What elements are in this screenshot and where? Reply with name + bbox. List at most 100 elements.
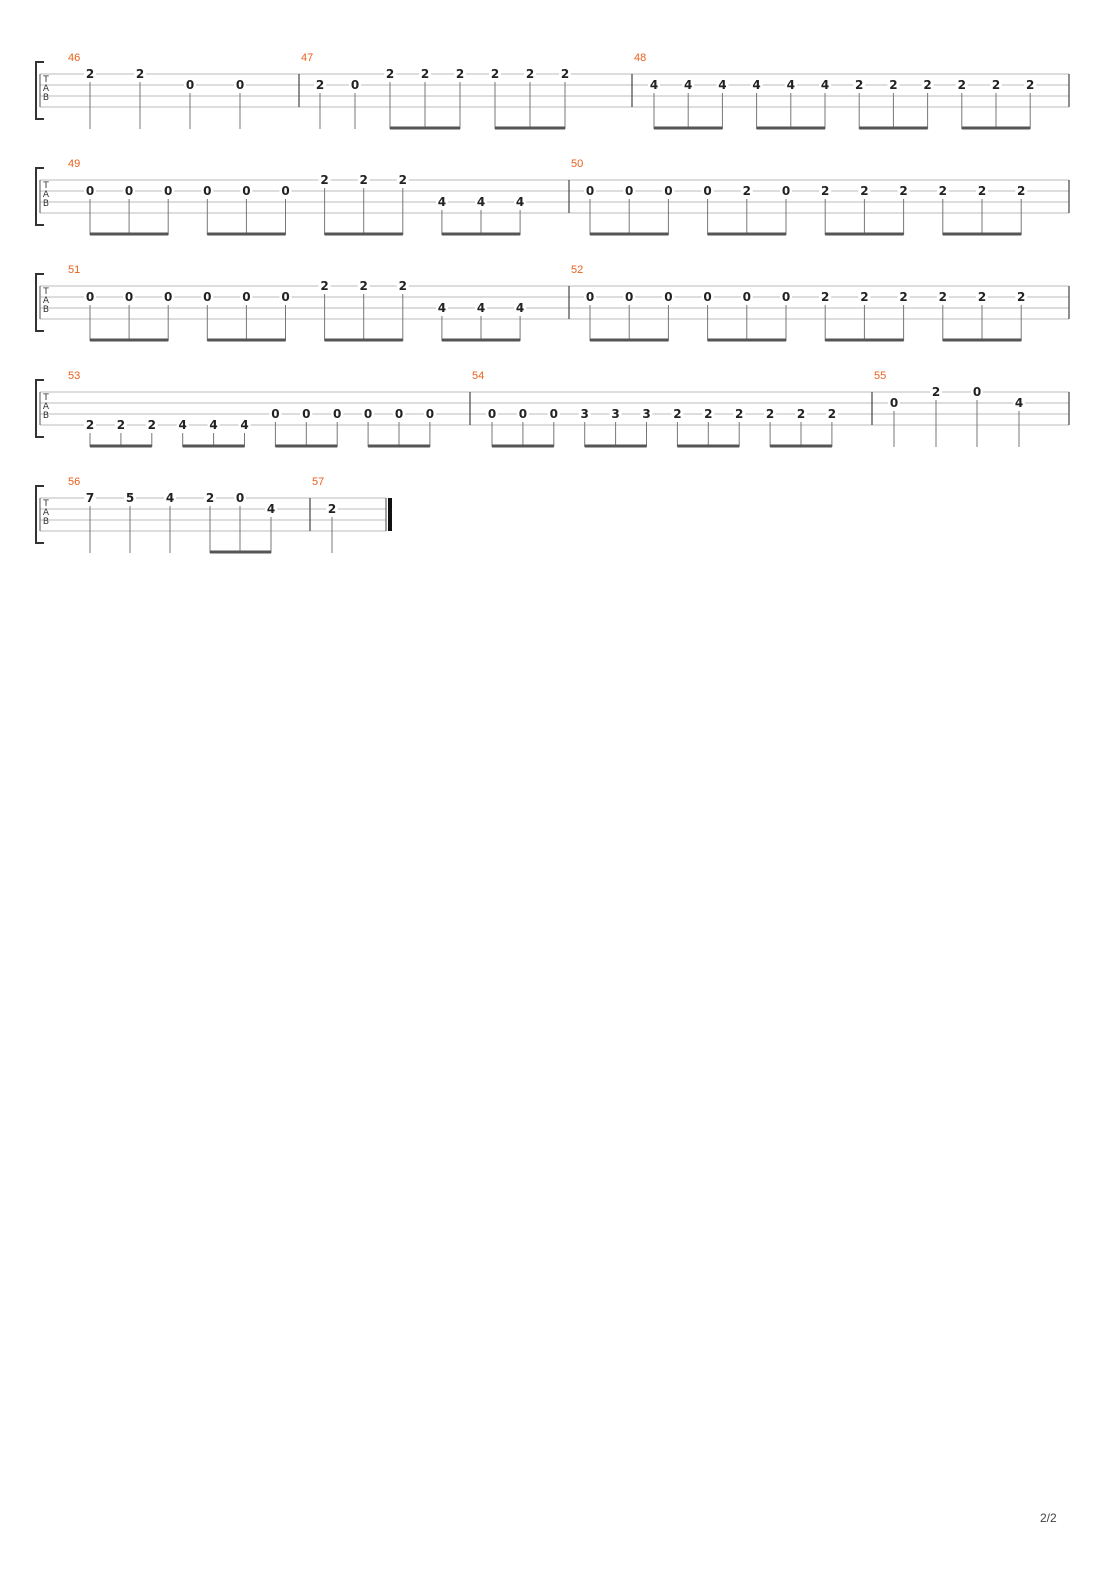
- note-mask: [671, 407, 684, 420]
- note-mask: [825, 407, 838, 420]
- fret-number: 2: [561, 67, 569, 81]
- fret-number: 2: [1017, 290, 1025, 304]
- note-mask: [419, 67, 431, 80]
- fret-number: 0: [351, 78, 359, 92]
- tab-clef-letter: A: [43, 296, 50, 306]
- fret-number: 4: [179, 418, 187, 432]
- fret-number: 2: [360, 173, 368, 187]
- fret-number: 2: [526, 67, 534, 81]
- note-mask: [819, 290, 832, 303]
- note-mask: [1024, 78, 1037, 91]
- note-mask: [516, 407, 529, 420]
- fret-number: 2: [860, 290, 868, 304]
- fret-number: 2: [316, 78, 324, 92]
- bar-number: 49: [68, 158, 80, 170]
- tab-clef-letter: T: [42, 393, 49, 403]
- note-mask: [486, 407, 498, 420]
- note-mask: [858, 184, 871, 197]
- note-mask: [514, 195, 527, 208]
- fret-number: 0: [281, 290, 289, 304]
- fret-number: 2: [821, 184, 829, 198]
- note-mask: [349, 78, 361, 91]
- note-mask: [648, 78, 660, 91]
- fret-number: 2: [421, 67, 429, 81]
- fret-number: 0: [703, 290, 711, 304]
- fret-number: 2: [136, 67, 144, 81]
- note-mask: [454, 67, 466, 80]
- fret-number: 4: [477, 195, 485, 209]
- note-mask: [701, 290, 714, 303]
- note-mask: [475, 301, 487, 314]
- fret-number: 2: [399, 279, 407, 293]
- fret-number: 2: [899, 184, 907, 198]
- fret-number: 2: [821, 290, 829, 304]
- note-mask: [897, 184, 910, 197]
- fret-number: 4: [516, 195, 524, 209]
- note-mask: [114, 418, 127, 431]
- fret-number: 0: [664, 290, 672, 304]
- note-mask: [204, 491, 216, 504]
- tab-clef-letter: A: [43, 84, 50, 94]
- fret-number: 2: [206, 491, 214, 505]
- note-mask: [662, 184, 675, 197]
- fret-number: 2: [735, 407, 743, 421]
- fret-number: 2: [889, 78, 897, 92]
- note-mask: [662, 290, 675, 303]
- fret-number: 0: [164, 184, 172, 198]
- fret-number: 4: [516, 301, 524, 315]
- note-mask: [162, 290, 175, 303]
- note-mask: [819, 184, 832, 197]
- fret-number: 2: [399, 173, 407, 187]
- note-mask: [780, 184, 792, 197]
- bar-number: 46: [68, 52, 80, 64]
- bar-number: 53: [68, 370, 80, 382]
- fret-number: 2: [923, 78, 931, 92]
- note-mask: [314, 78, 326, 91]
- fret-number: 2: [320, 279, 328, 293]
- system-bracket: [35, 273, 44, 332]
- fret-number: 2: [1026, 78, 1034, 92]
- note-mask: [134, 67, 146, 80]
- bar-number: 51: [68, 264, 80, 276]
- fret-number: 4: [650, 78, 658, 92]
- fret-number: 0: [302, 407, 310, 421]
- bar-number: 54: [472, 370, 484, 382]
- fret-number: 4: [240, 418, 248, 432]
- tab-clef-letter: B: [43, 305, 49, 315]
- fret-number: 4: [821, 78, 829, 92]
- note-mask: [84, 67, 96, 80]
- note-mask: [609, 407, 622, 420]
- note-mask: [976, 184, 988, 197]
- note-mask: [514, 301, 527, 314]
- fret-number: 0: [973, 385, 981, 399]
- note-mask: [897, 290, 910, 303]
- fret-number: 2: [978, 290, 986, 304]
- note-mask: [357, 279, 370, 292]
- fret-number: 0: [236, 78, 244, 92]
- fret-number: 0: [625, 290, 633, 304]
- note-mask: [716, 78, 729, 91]
- note-mask: [740, 184, 753, 197]
- note-mask: [936, 290, 949, 303]
- note-mask: [584, 290, 596, 303]
- fret-number: 4: [166, 491, 174, 505]
- system-bracket: [35, 61, 44, 120]
- note-mask: [784, 78, 797, 91]
- fret-number: 0: [242, 290, 250, 304]
- fret-number: 0: [664, 184, 672, 198]
- fret-number: 2: [328, 502, 336, 516]
- note-mask: [489, 67, 501, 80]
- note-mask: [326, 502, 338, 515]
- fret-number: 4: [477, 301, 485, 315]
- note-mask: [240, 184, 253, 197]
- tab-clef-letter: T: [42, 181, 49, 191]
- note-mask: [435, 301, 448, 314]
- note-mask: [123, 290, 136, 303]
- tab-clef-letter: T: [42, 75, 49, 85]
- note-mask: [238, 418, 251, 431]
- note-mask: [396, 279, 409, 292]
- note-mask: [279, 290, 292, 303]
- fret-number: 0: [86, 184, 94, 198]
- note-mask: [384, 67, 396, 80]
- note-mask: [701, 184, 714, 197]
